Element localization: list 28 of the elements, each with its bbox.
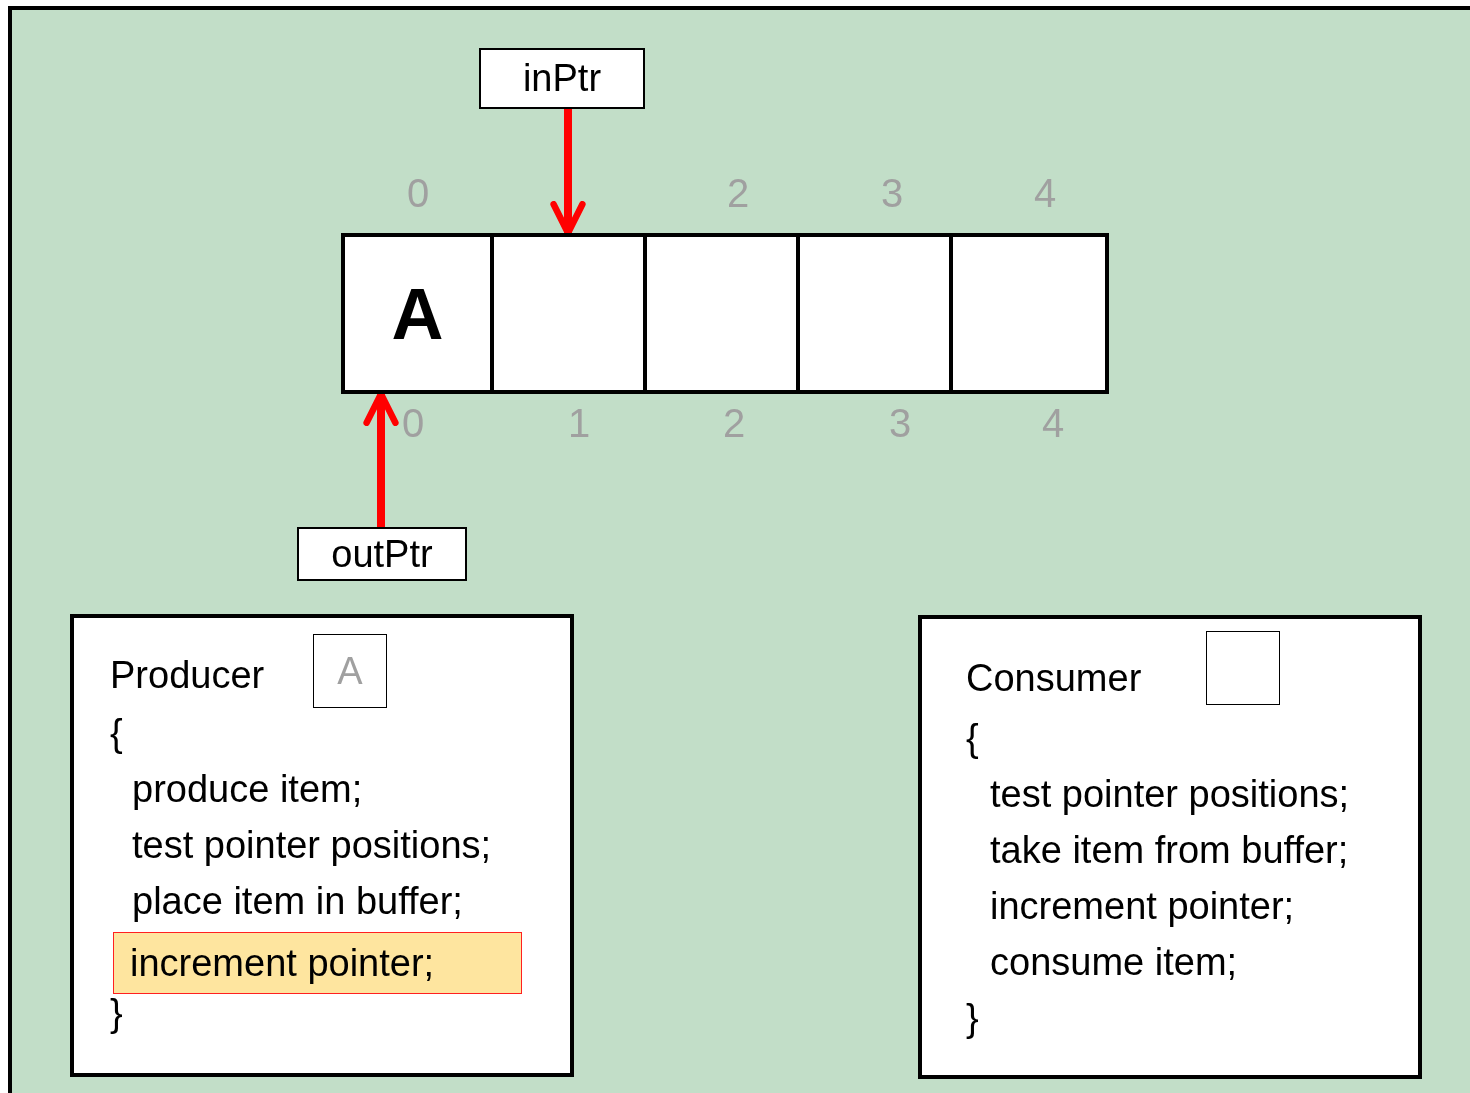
index-number: 3 <box>880 173 904 213</box>
index-number: 0 <box>401 403 425 443</box>
index-number: 1 <box>567 403 591 443</box>
code-line: take item from buffer; <box>990 831 1349 869</box>
code-line: { <box>966 719 979 757</box>
panel-heading: Consumer <box>966 659 1142 697</box>
code-line: } <box>966 999 979 1037</box>
code-panel <box>918 615 1422 1079</box>
pointer-label: inPtr <box>479 48 645 109</box>
index-number: 2 <box>726 173 750 213</box>
code-line: { <box>110 714 123 752</box>
code-line: test pointer positions; <box>132 826 492 864</box>
item-slot <box>1206 631 1280 705</box>
panel-heading: Producer <box>110 656 265 694</box>
index-number: 0 <box>406 173 430 213</box>
index-number: 4 <box>1041 403 1065 443</box>
index-number: 3 <box>888 403 912 443</box>
code-panel <box>70 614 574 1077</box>
code-line: produce item; <box>132 770 363 808</box>
code-line: test pointer positions; <box>990 775 1350 813</box>
pointer-label: outPtr <box>297 527 467 581</box>
item-slot: A <box>313 634 387 708</box>
code-line: } <box>110 994 123 1032</box>
code-line: consume item; <box>990 943 1238 981</box>
index-number: 4 <box>1033 173 1057 213</box>
index-number: 2 <box>722 403 746 443</box>
code-line: increment pointer; <box>990 887 1295 925</box>
code-line: place item in buffer; <box>132 882 463 920</box>
